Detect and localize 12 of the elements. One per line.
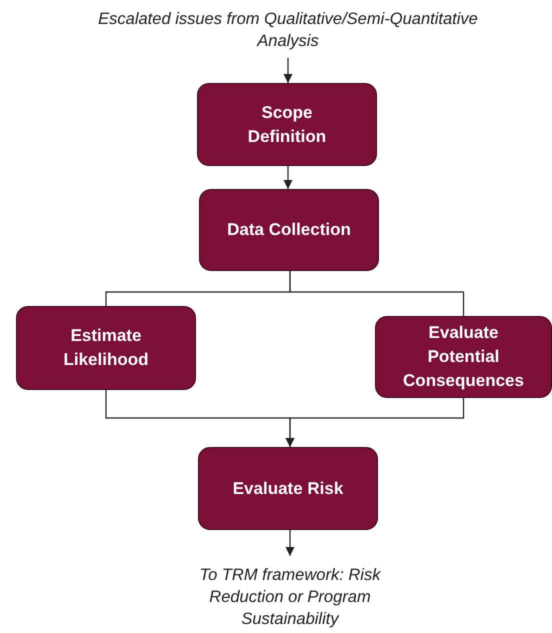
process-box: Evaluate Potential Consequences: [375, 316, 552, 398]
process-box: Data Collection: [199, 189, 379, 271]
arrow: [286, 398, 464, 447]
arrow: [284, 58, 292, 83]
flow-note: Escalated issues from Qualitative/Semi-Quantitative Analysis: [98, 9, 478, 52]
arrow: [284, 166, 292, 189]
connector-line: [289, 271, 464, 316]
process-box: Scope Definition: [197, 83, 377, 166]
flow-note: To TRM framework: Risk Reduction or Program Sustainability: [198, 565, 382, 630]
arrow: [286, 530, 294, 556]
process-box: Evaluate Risk: [198, 447, 378, 530]
process-box: Estimate Likelihood: [16, 306, 196, 390]
